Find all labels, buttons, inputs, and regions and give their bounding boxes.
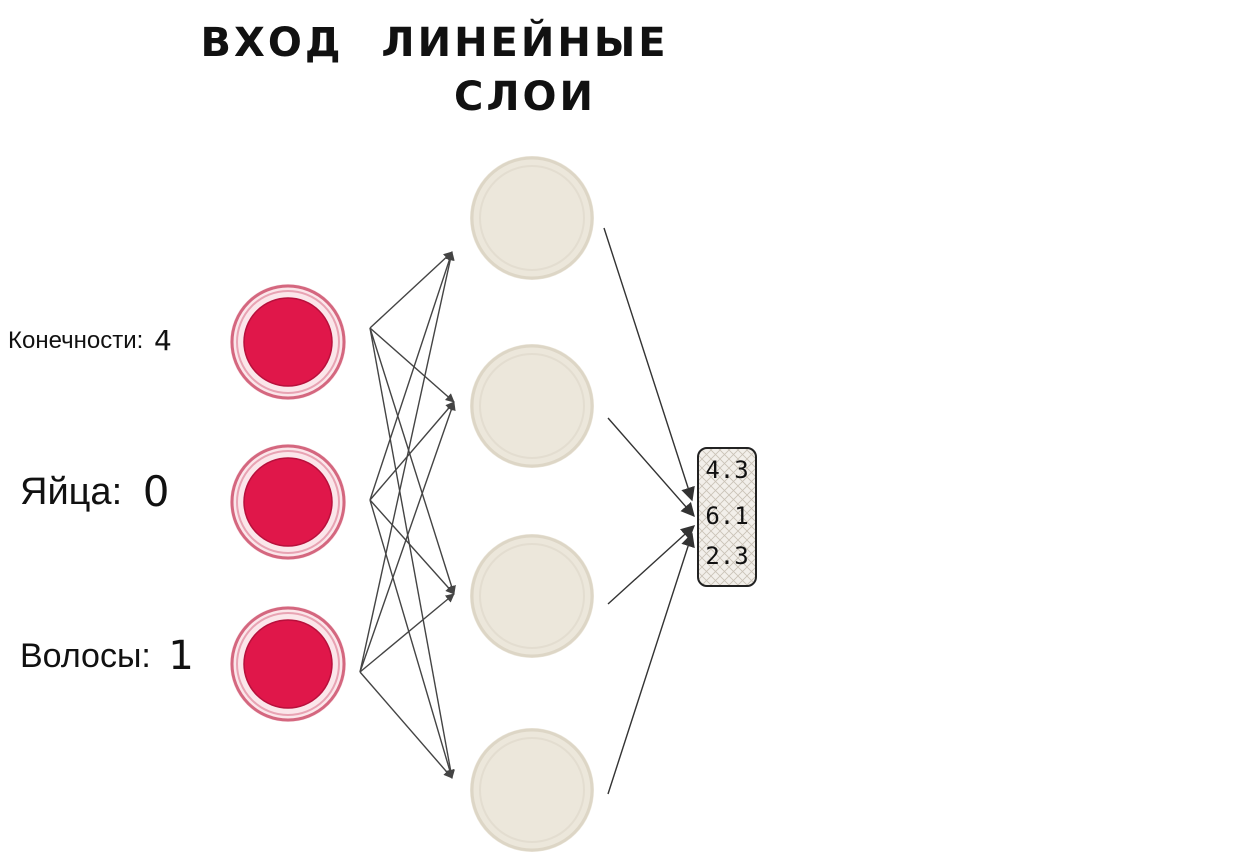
input-value-eggs: 0 [143, 467, 170, 516]
output-vector: 4.3 6.1 2.3 [697, 447, 757, 587]
edge-hidden2-output [607, 417, 695, 518]
hidden-neuron-4 [470, 728, 594, 852]
input-label-eggs: Яйца: 0 [20, 467, 169, 516]
edge-hidden3-output [607, 525, 696, 605]
hidden-neuron-2 [470, 344, 594, 468]
hidden-neuron-3 [470, 534, 594, 658]
linear-layers-header-line1: ЛИНЕЙНЫЕ [381, 18, 668, 66]
input-value-hair: 1 [168, 633, 193, 679]
edge-input3-hidden1 [359, 251, 455, 673]
svg-text:Волосы: 1: Волосы: 1 [20, 633, 194, 679]
linear-layers-header-line2: СЛОИ [454, 74, 596, 120]
input-value-limbs: 4 [154, 324, 172, 357]
input-neuron-hair [230, 606, 346, 722]
output-value-2: 6.1 [705, 502, 748, 530]
linear-layer [470, 156, 594, 852]
edge-input2-hidden2 [369, 401, 455, 501]
svg-text:Конечности: 4: Конечности: 4 [8, 324, 172, 357]
input-label-limbs: Конечности: 4 [8, 324, 172, 357]
output-value-1: 4.3 [705, 456, 748, 484]
edge-input1-hidden3 [369, 327, 456, 595]
edge-input3-hidden2 [359, 401, 456, 673]
input-label-hair: Волосы: 1 [20, 633, 194, 679]
input-name-hair: Волосы: [20, 637, 151, 675]
edge-hidden1-output [603, 227, 695, 502]
edge-hidden4-output [607, 532, 695, 795]
edge-input1-hidden2 [369, 327, 455, 403]
connections [359, 227, 696, 795]
output-value-3: 2.3 [705, 542, 748, 570]
hidden-neuron-1 [470, 156, 594, 280]
edge-input3-hidden4 [359, 671, 453, 779]
input-neuron-limbs [230, 284, 346, 400]
output-box [697, 447, 757, 587]
input-name-eggs: Яйца: [20, 471, 122, 513]
edge-input1-hidden1 [369, 251, 453, 329]
edge-input2-hidden3 [369, 499, 455, 595]
edge-input2-hidden4 [369, 499, 455, 779]
input-layer [230, 284, 346, 722]
edge-input2-hidden1 [369, 251, 454, 501]
input-name-limbs: Конечности: [8, 327, 143, 354]
edge-input3-hidden3 [359, 593, 455, 673]
input-header: ВХОД [201, 20, 344, 66]
edge-input1-hidden4 [369, 327, 455, 779]
input-neuron-eggs [230, 444, 346, 560]
svg-text:Яйца: 0: Яйца: 0 [20, 467, 169, 516]
